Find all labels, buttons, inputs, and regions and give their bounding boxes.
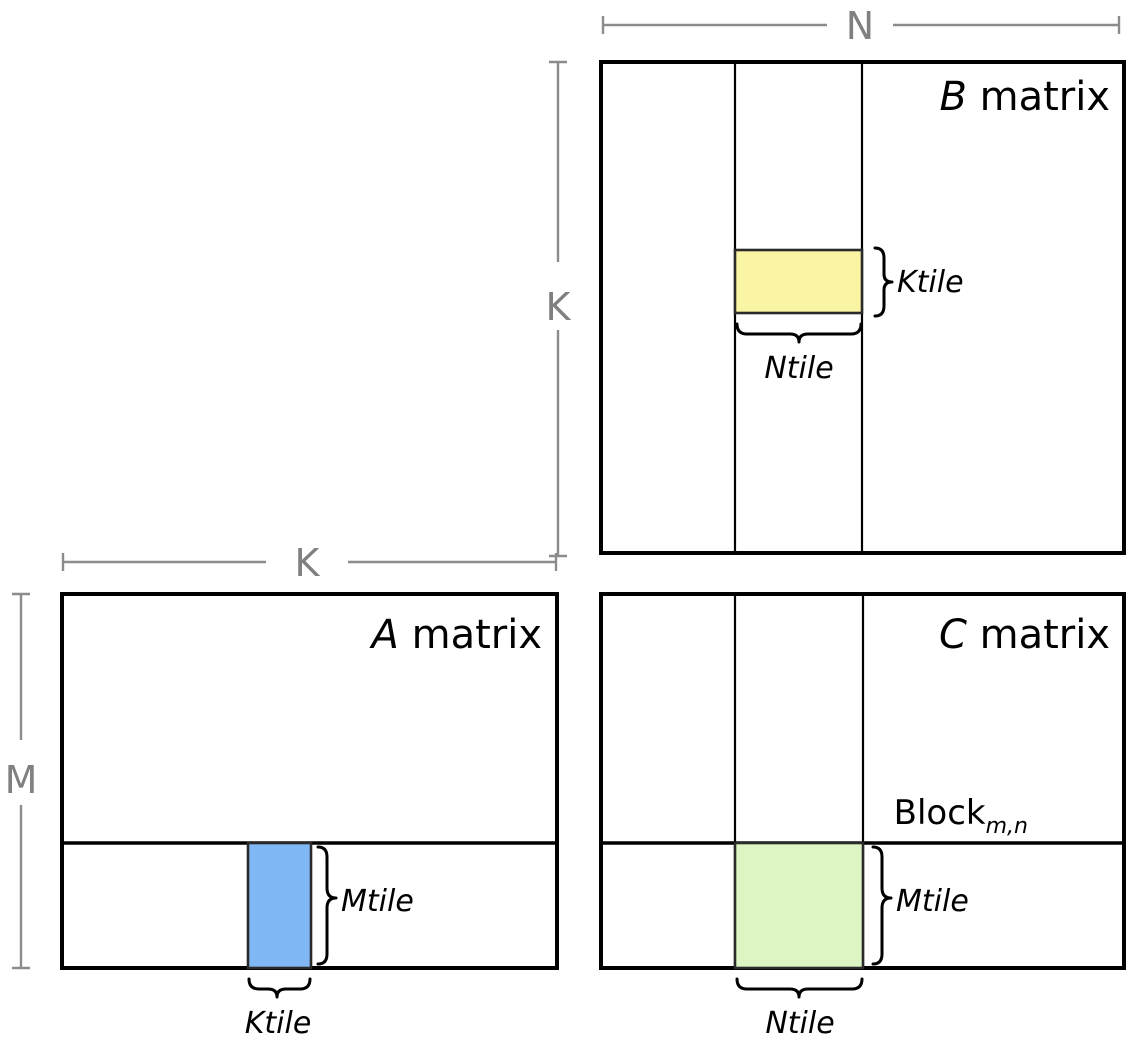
dimension-n-label: N	[846, 4, 874, 48]
b-ktile-annotation: Ktile	[873, 246, 964, 318]
a-ktile-annotation: Ktile	[245, 977, 312, 1041]
a-mtile-brace	[316, 845, 338, 966]
c-ntile-brace	[735, 977, 864, 999]
b-ktile-label: Ktile	[897, 265, 964, 300]
c-mtile-brace	[871, 845, 893, 966]
a-matrix: A matrix	[60, 592, 559, 970]
c-block-label: Blockm,n	[894, 793, 1028, 839]
a-matrix-title-symbol: A	[369, 612, 399, 658]
a-matrix-title: A matrix	[369, 612, 542, 658]
b-matrix: B matrix	[599, 60, 1126, 555]
a-matrix-title-rest: matrix	[399, 612, 542, 658]
a-mtile-annotation: Mtile	[316, 845, 414, 966]
a-mtile-label: Mtile	[341, 884, 414, 919]
a-matrix-active-tile	[246, 841, 313, 970]
b-ktile-brace	[873, 246, 894, 318]
c-matrix-active-tile	[733, 841, 865, 970]
c-mtile-label: Mtile	[896, 884, 969, 919]
b-ntile-brace	[735, 322, 863, 344]
c-matrix-title-rest: matrix	[967, 612, 1110, 658]
c-block-label-base: Block	[894, 793, 986, 833]
a-ktile-brace	[247, 977, 312, 999]
b-ntile-label: Ntile	[764, 351, 833, 386]
b-matrix-active-tile	[733, 248, 864, 315]
b-matrix-title: B matrix	[939, 74, 1110, 120]
c-block-label-subscript: m,n	[986, 814, 1028, 839]
dimension-m: M	[5, 592, 38, 970]
dimension-k-vertical: K	[546, 60, 572, 558]
c-matrix-title: C matrix	[939, 612, 1110, 658]
dimension-m-label: M	[5, 758, 38, 802]
dimension-n: N	[601, 4, 1121, 48]
b-matrix-title-symbol: B	[939, 74, 966, 120]
dimension-k-horizontal-label: K	[295, 541, 321, 585]
c-matrix-title-symbol: C	[939, 612, 967, 658]
c-ntile-label: Ntile	[765, 1006, 834, 1041]
c-mtile-annotation: Mtile	[871, 845, 969, 966]
c-matrix: C matrix Blockm,n	[599, 592, 1126, 970]
dimension-k-vertical-label: K	[546, 285, 572, 329]
b-ntile-annotation: Ntile	[735, 322, 863, 386]
a-ktile-label: Ktile	[245, 1006, 312, 1041]
b-matrix-title-rest: matrix	[967, 74, 1110, 120]
dimension-k-horizontal: K	[61, 541, 558, 585]
c-ntile-annotation: Ntile	[735, 977, 864, 1041]
